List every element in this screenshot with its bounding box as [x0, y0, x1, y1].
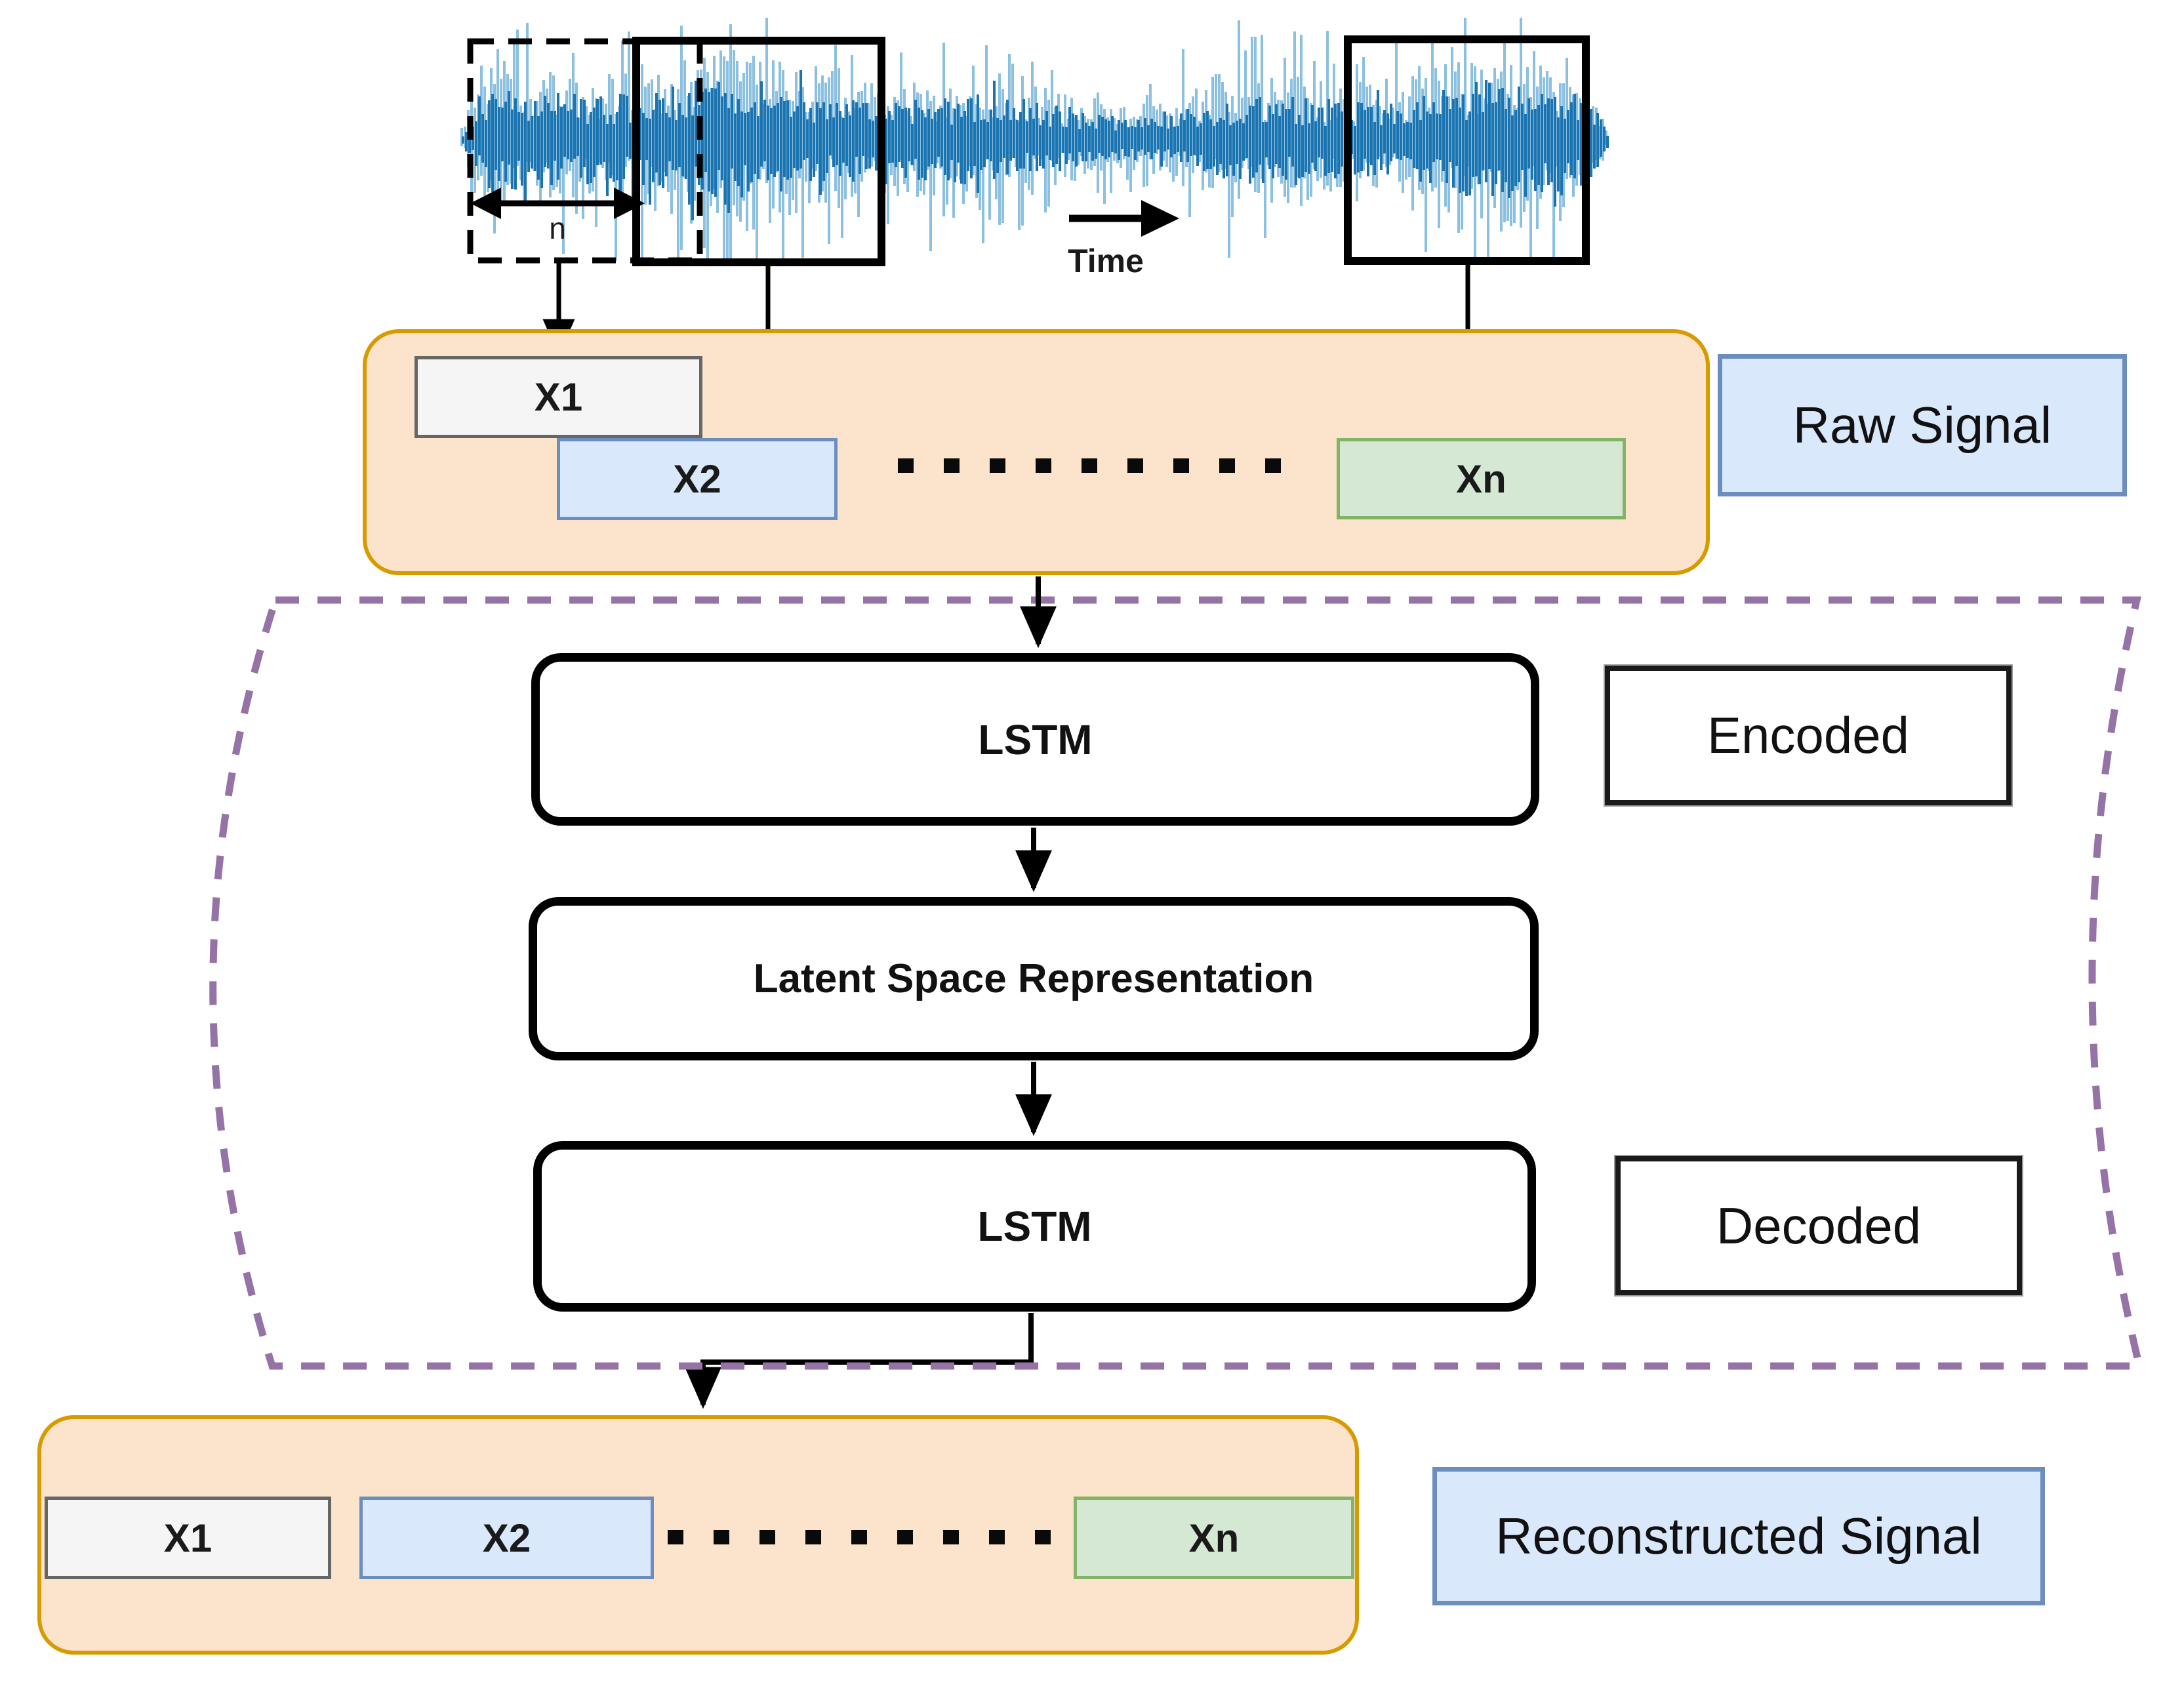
window-dashed: [467, 38, 703, 264]
reconstructed-sample-x2-label: X2: [482, 1516, 531, 1560]
time-axis-label-text: Time: [1068, 243, 1144, 279]
encoder-lstm-box: LSTM: [531, 653, 1539, 826]
decoder-lstm-label: LSTM: [977, 1203, 1092, 1250]
reconstructed-sample-xn: Xn: [1074, 1497, 1354, 1579]
decoded-label-box: Decoded: [1614, 1155, 2023, 1297]
raw-sample-x1-label: X1: [534, 375, 583, 419]
latent-space-label: Latent Space Representation: [753, 956, 1314, 1001]
reconstructed-sample-x1: X1: [45, 1497, 331, 1579]
encoded-label: Encoded: [1707, 706, 1909, 764]
raw-sample-xn-label: Xn: [1456, 456, 1507, 501]
window-width-label-text: n: [549, 211, 566, 245]
raw-sample-x1: X1: [415, 356, 702, 438]
waveform-dark-trace: [462, 70, 1609, 220]
reconstructed-signal-label: Reconstructed Signal: [1495, 1507, 1982, 1565]
autoencoder-boundary: [209, 596, 2144, 1370]
window-1: [632, 37, 885, 266]
raw-sample-x2-label: X2: [673, 457, 721, 501]
raw-ellipsis-dots: [898, 458, 1281, 473]
raw-signal-label-box: Raw Signal: [1718, 354, 2127, 496]
raw-signal-label: Raw Signal: [1792, 396, 2052, 454]
reconstructed-sample-x2: X2: [359, 1497, 654, 1579]
time-arrow: [1069, 200, 1179, 237]
reconstructed-sample-x1-label: X1: [163, 1516, 212, 1560]
time-axis-label: Time: [1047, 241, 1165, 281]
decoder-to-output-connector: [685, 1313, 1034, 1409]
decoder-lstm-box: LSTM: [533, 1141, 1536, 1312]
decoded-label: Decoded: [1716, 1196, 1922, 1255]
reconstructed-signal-label-box: Reconstructed Signal: [1432, 1467, 2045, 1605]
encoded-label-box: Encoded: [1604, 664, 2013, 807]
raw-sample-xn: Xn: [1337, 438, 1626, 519]
raw-sample-x2: X2: [557, 438, 838, 520]
window-width-label: n: [521, 209, 594, 248]
latent-space-box: Latent Space Representation: [529, 897, 1539, 1060]
window-width-arrow: [470, 188, 645, 219]
encoder-lstm-label: LSTM: [978, 715, 1093, 763]
reconstructed-sample-xn-label: Xn: [1188, 1516, 1240, 1560]
reconstructed-ellipsis-dots: [668, 1530, 1053, 1544]
